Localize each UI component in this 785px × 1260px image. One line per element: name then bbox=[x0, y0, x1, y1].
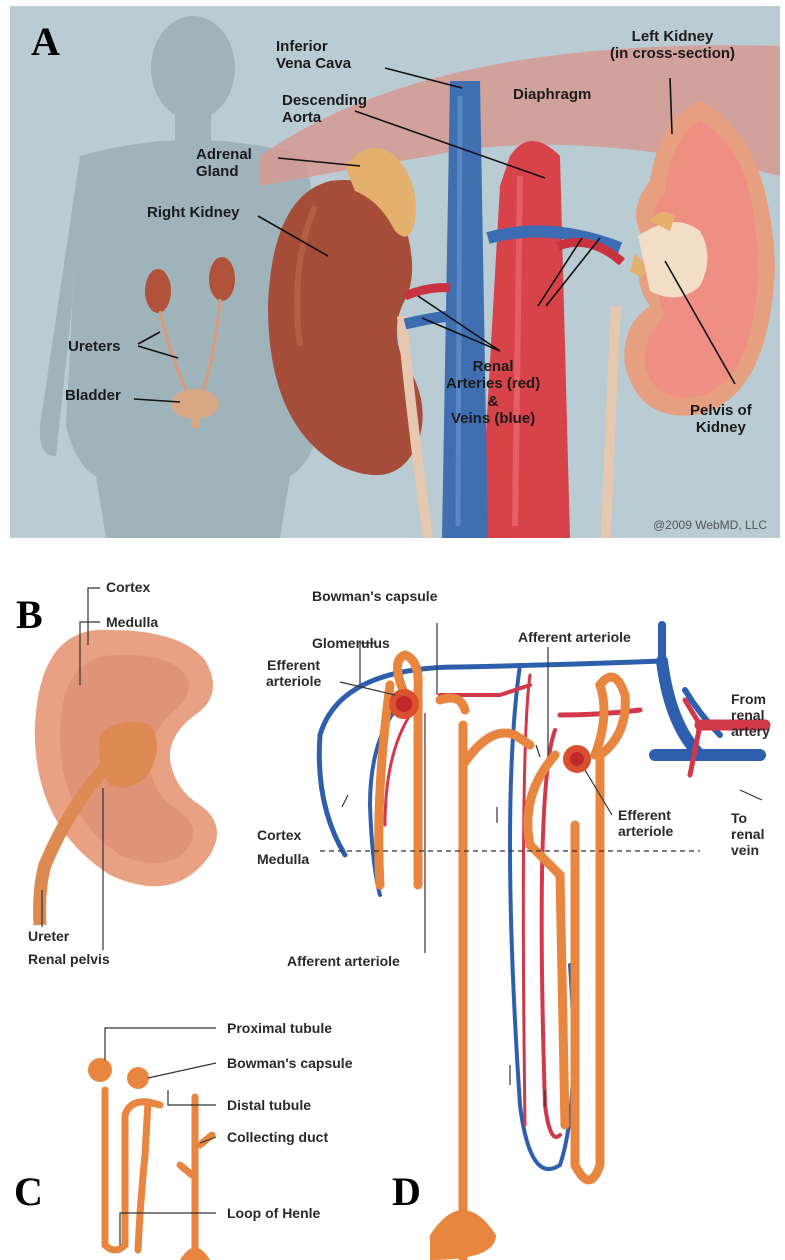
panel-bcd-nephron-diagrams: B Cortex Medulla Ureter Renal pelvis C P… bbox=[0, 545, 785, 1260]
label-inferior-vena-cava: Inferior Vena Cava bbox=[276, 38, 351, 73]
panel-letter-b: B bbox=[16, 595, 43, 635]
label-c-proximal-tubule: Proximal tubule bbox=[227, 1020, 332, 1036]
label-b-cortex: Cortex bbox=[106, 579, 150, 595]
descending-aorta bbox=[480, 141, 570, 538]
copyright-notice: @2009 WebMD, LLC bbox=[653, 518, 767, 532]
label-diaphragm: Diaphragm bbox=[513, 86, 591, 103]
label-c-collecting-duct: Collecting duct bbox=[227, 1129, 328, 1145]
label-b-medulla: Medulla bbox=[106, 614, 158, 630]
panel-letter-c: C bbox=[14, 1172, 43, 1212]
label-d-efferent-arteriole-right: Efferent arteriole bbox=[618, 807, 673, 839]
panel-letter-d: D bbox=[392, 1172, 421, 1212]
label-descending-aorta: Descending Aorta bbox=[282, 92, 367, 127]
label-d-glomerulus: Glomerulus bbox=[312, 635, 390, 651]
label-d-to-renal-vein: To renal vein bbox=[731, 810, 764, 858]
label-adrenal-gland: Adrenal Gland bbox=[196, 146, 252, 181]
label-d-from-renal-artery: From renal artery bbox=[731, 691, 770, 739]
label-c-distal-tubule: Distal tubule bbox=[227, 1097, 311, 1113]
label-d-cortex: Cortex bbox=[257, 827, 301, 843]
label-d-afferent-arteriole-bottom: Afferent arteriole bbox=[287, 953, 400, 969]
label-c-bowmans-capsule: Bowman's capsule bbox=[227, 1055, 352, 1071]
label-b-ureter: Ureter bbox=[28, 928, 69, 944]
panel-d-duct-base bbox=[430, 1210, 496, 1260]
label-pelvis-of-kidney: Pelvis of Kidney bbox=[690, 402, 752, 437]
label-b-renal-pelvis: Renal pelvis bbox=[28, 951, 110, 967]
panel-b-kidney bbox=[35, 630, 217, 925]
label-d-efferent-arteriole-left: Efferent arteriole bbox=[266, 657, 321, 689]
panel-a-kidney-anatomy: A Inferior Vena Cava Left Kidney (in cro… bbox=[10, 6, 780, 538]
label-d-medulla: Medulla bbox=[257, 851, 309, 867]
panel-a-illustration bbox=[10, 6, 780, 538]
panel-letter-a: A bbox=[31, 22, 60, 62]
label-ureters: Ureters bbox=[68, 338, 121, 355]
label-left-kidney: Left Kidney (in cross-section) bbox=[610, 28, 735, 63]
panel-bcd-illustration bbox=[0, 545, 785, 1260]
label-d-bowmans-capsule: Bowman's capsule bbox=[312, 588, 437, 604]
panel-c-nephron bbox=[105, 1090, 212, 1260]
label-d-afferent-arteriole-top: Afferent arteriole bbox=[518, 629, 631, 645]
label-renal-arteries-veins: Renal Arteries (red) & Veins (blue) bbox=[446, 358, 540, 427]
label-right-kidney: Right Kidney bbox=[147, 204, 240, 221]
panel-d-flow-arrows bbox=[342, 745, 545, 1107]
label-c-loop-of-henle: Loop of Henle bbox=[227, 1205, 320, 1221]
label-bladder: Bladder bbox=[65, 387, 121, 404]
